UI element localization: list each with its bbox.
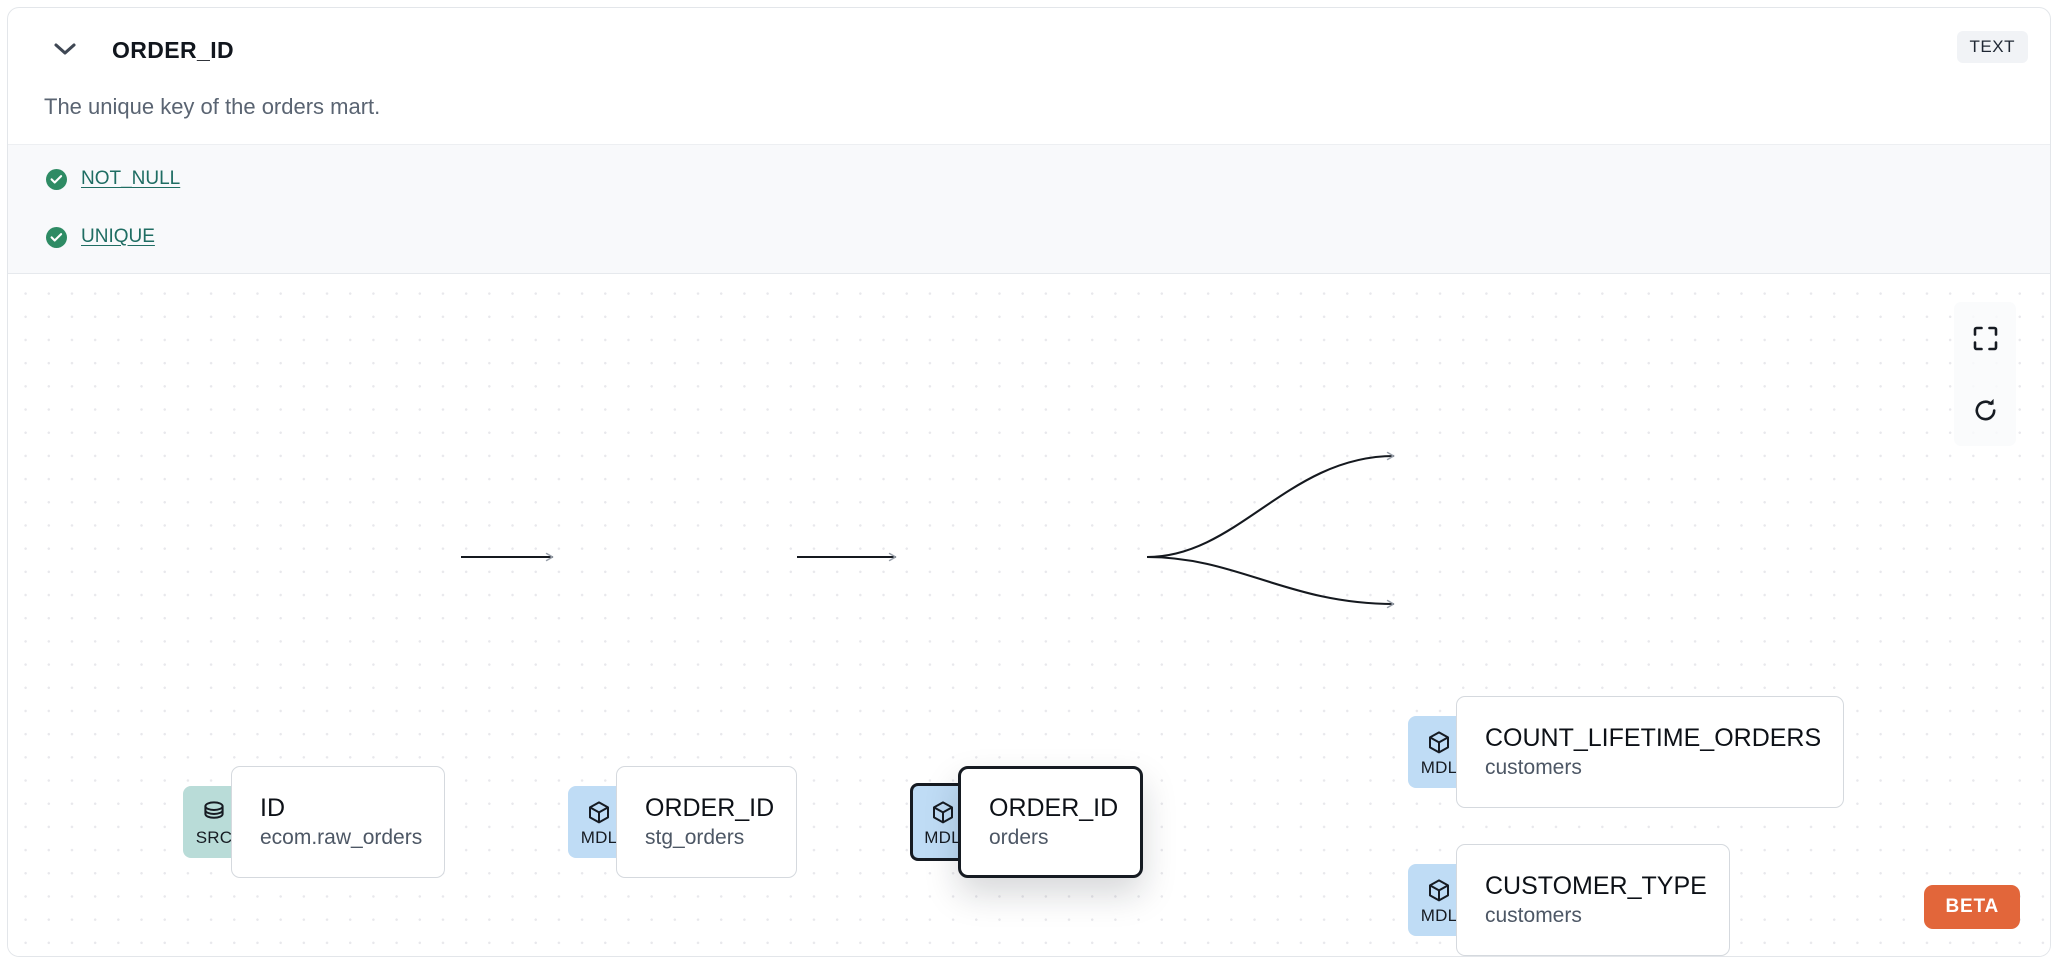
- beta-badge[interactable]: BETA: [1924, 885, 2020, 929]
- node-subtitle: ecom.raw_orders: [260, 825, 423, 849]
- node-name: CUSTOMER_TYPE: [1485, 871, 1707, 900]
- node-body: CUSTOMER_TYPE customers: [1456, 844, 1730, 956]
- column-type-badge[interactable]: TEXT: [1956, 31, 2028, 63]
- node-body: COUNT_LIFETIME_ORDERS customers: [1456, 696, 1845, 808]
- column-detail-card: ORDER_ID TEXT The unique key of the orde…: [7, 7, 2051, 957]
- node-body: ID ecom.raw_orders: [231, 766, 446, 878]
- test-row[interactable]: NOT_NULL: [46, 166, 180, 192]
- node-subtitle: customers: [1485, 755, 1582, 779]
- node-name: ORDER_ID: [645, 793, 775, 822]
- column-description: The unique key of the orders mart.: [44, 94, 381, 119]
- chevron-down-icon[interactable]: [48, 36, 82, 62]
- refresh-icon[interactable]: [1954, 374, 2016, 446]
- lineage-node-customer-type[interactable]: MDL CUSTOMER_TYPE customers: [1408, 844, 1730, 956]
- node-subtitle: customers: [1485, 903, 1582, 927]
- test-row[interactable]: UNIQUE: [46, 224, 155, 250]
- check-circle-icon: [46, 168, 67, 190]
- node-body: ORDER_ID stg_orders: [616, 766, 798, 878]
- lineage-node-orders-order-id[interactable]: MDL ORDER_ID orders: [910, 766, 1144, 878]
- edge-orders-to-customer-type: [1146, 555, 1395, 609]
- database-icon: [201, 800, 227, 828]
- cube-icon: [930, 800, 956, 828]
- node-badge-label: MDL: [924, 827, 961, 847]
- edge-orders-to-count: [1146, 451, 1395, 559]
- tests-panel: NOT_NULL UNIQUE: [8, 144, 2050, 274]
- node-body: ORDER_ID orders: [958, 766, 1144, 878]
- lineage-node-count-lifetime-orders[interactable]: MDL COUNT_LIFETIME_ORDERS customers: [1408, 696, 1845, 808]
- node-subtitle: orders: [989, 825, 1049, 849]
- lineage-node-stg-order-id[interactable]: MDL ORDER_ID stg_orders: [568, 766, 798, 878]
- node-badge-label: MDL: [1420, 905, 1458, 925]
- node-subtitle: stg_orders: [645, 825, 745, 849]
- node-badge-label: MDL: [1420, 757, 1458, 777]
- lineage-node-src-id[interactable]: SRC ID ecom.raw_orders: [183, 766, 446, 878]
- canvas-controls: [1954, 302, 2016, 446]
- cube-icon: [1426, 878, 1452, 906]
- lineage-canvas[interactable]: SRC ID ecom.raw_orders: [8, 274, 2050, 956]
- check-circle-icon: [46, 226, 67, 248]
- node-name: ORDER_ID: [989, 793, 1119, 822]
- cube-icon: [1426, 730, 1452, 758]
- page-title: ORDER_ID: [112, 37, 235, 63]
- node-badge-label: MDL: [580, 827, 618, 847]
- test-link-unique[interactable]: UNIQUE: [81, 226, 155, 247]
- cube-icon: [586, 800, 612, 828]
- node-name: ID: [260, 793, 285, 822]
- test-link-not-null[interactable]: NOT_NULL: [81, 168, 181, 189]
- node-name: COUNT_LIFETIME_ORDERS: [1485, 723, 1822, 752]
- node-badge-label: SRC: [195, 827, 233, 847]
- card-header: ORDER_ID TEXT: [8, 8, 2050, 86]
- fit-screen-icon[interactable]: [1954, 302, 2016, 374]
